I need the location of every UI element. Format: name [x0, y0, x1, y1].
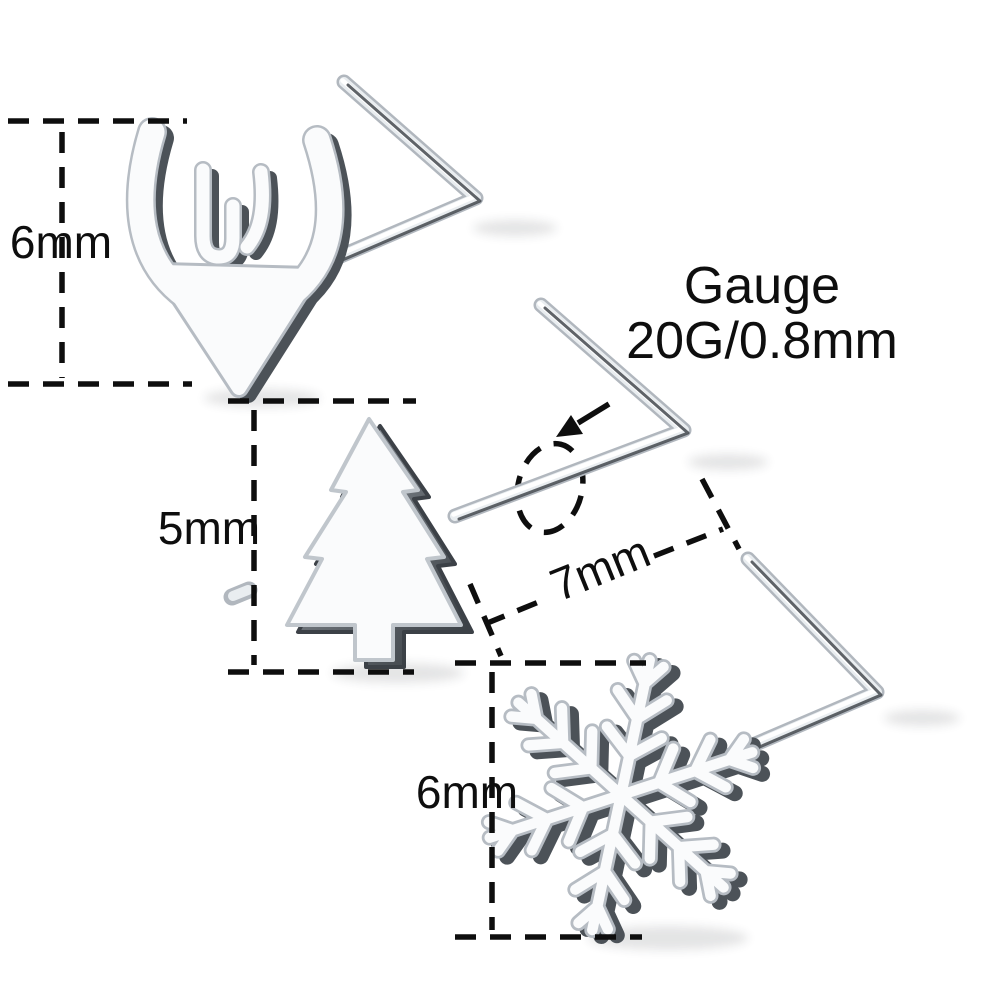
labels: 6mm 5mm 6mm 7mm Gauge 20G/0.8mm — [10, 216, 898, 818]
snowflake-dimension-bracket-lines — [455, 660, 646, 940]
snowflake-height-label: 6mm — [416, 766, 518, 818]
arrow-shaft — [576, 401, 611, 426]
arrow-head — [556, 415, 583, 437]
pin-length-label: 7mm — [543, 525, 657, 612]
reindeer-charm — [141, 132, 339, 394]
gauge-title: Gauge — [684, 257, 840, 315]
snowflake-shadow — [588, 926, 748, 950]
pin-length-dimension — [467, 477, 742, 658]
gauge-value: 20G/0.8mm — [626, 312, 898, 370]
pin-length-dimension-line — [483, 526, 725, 627]
christmas-tree-nose-stud — [223, 304, 688, 669]
deer-height-label: 6mm — [10, 216, 112, 268]
pin-highlight-layer — [661, 558, 876, 783]
pin-rotation-indicator-ellipse — [514, 440, 586, 536]
insertion-direction-arrow — [556, 401, 611, 437]
tree-stud-pin — [223, 304, 688, 606]
tree-charm — [285, 417, 474, 669]
pin-length-extent-ticks — [467, 477, 742, 658]
tree-height-label: 5mm — [158, 502, 260, 554]
deer-shadow — [204, 389, 320, 407]
snowflake-stud-pin — [661, 558, 882, 788]
tree-pin-shadow — [688, 454, 768, 470]
snowflake-height-dimension — [455, 660, 646, 940]
tree-front-face — [285, 417, 463, 662]
tree-dimension-bracket-lines — [228, 398, 416, 675]
snowflake-pin-shadow — [884, 710, 960, 726]
deer-pin-shadow — [473, 220, 557, 236]
pin-tip-end-face — [228, 585, 253, 601]
deer-height-dimension — [8, 118, 192, 387]
pin-body-layer — [662, 559, 877, 784]
snowflake-nose-stud — [462, 558, 881, 964]
pin-edge-layer — [662, 559, 877, 784]
deer-dimension-bracket-lines — [8, 118, 192, 387]
reindeer-nose-stud — [141, 81, 480, 395]
tree-height-dimension — [228, 398, 416, 675]
